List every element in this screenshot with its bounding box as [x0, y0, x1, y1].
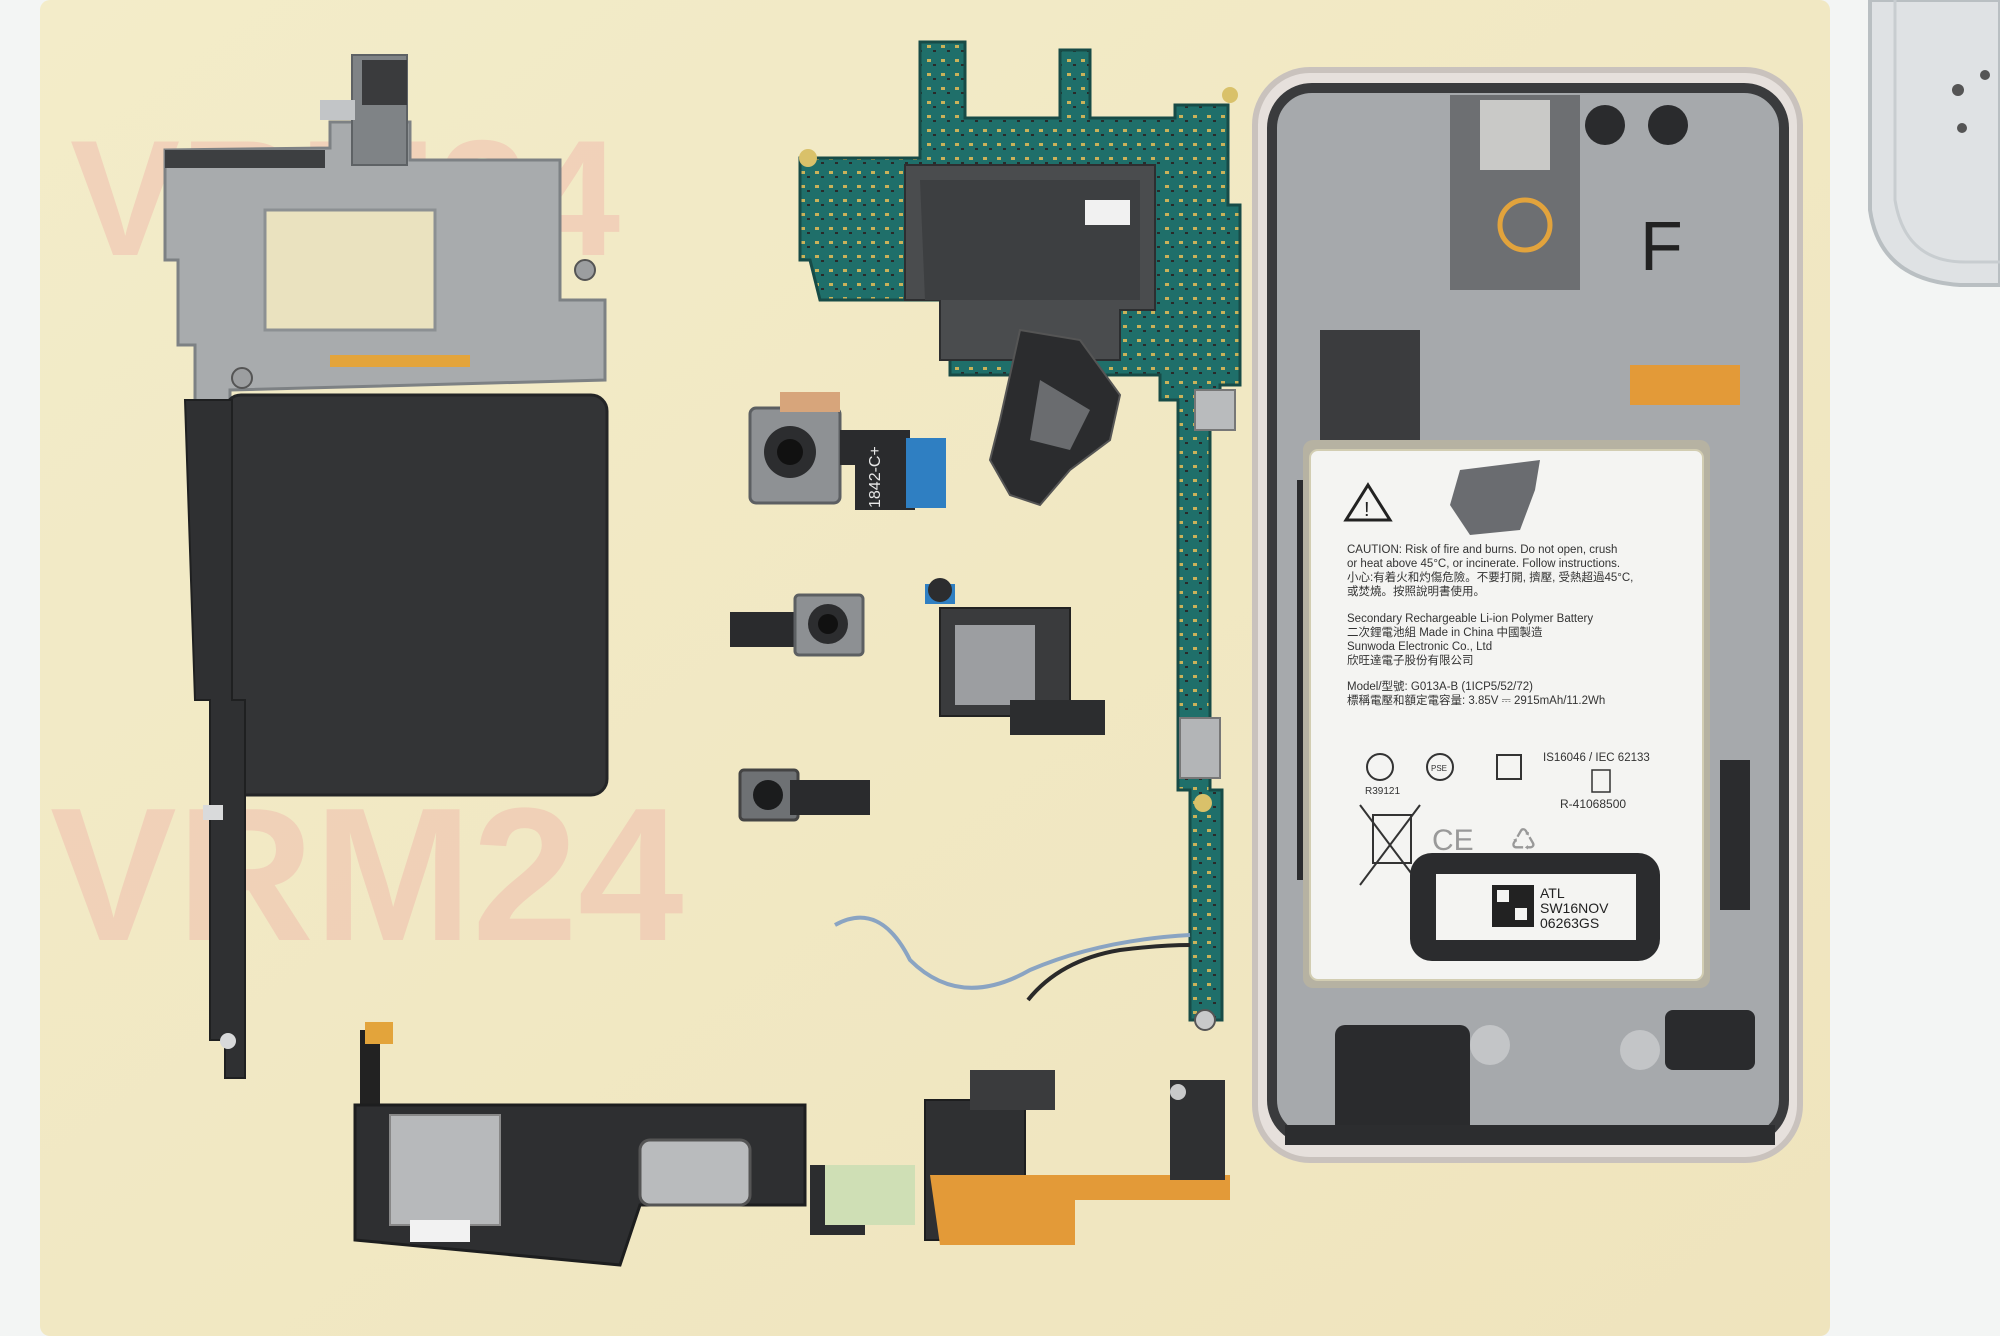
- housing-marker-f: F: [1640, 207, 1683, 285]
- battery-r-number: R-41068500: [1560, 797, 1626, 811]
- cert-icon: [1366, 753, 1394, 781]
- battery: ! CAUTION: Risk of fire and burns. Do no…: [1303, 440, 1710, 988]
- recycle-mark-icon: [1496, 754, 1522, 780]
- crossed-bin-icon: [1359, 804, 1421, 886]
- motherboard: [798, 40, 1242, 1031]
- wireless-charging-bracket: [163, 54, 609, 1079]
- warning-icon: !: [1364, 499, 1370, 521]
- battery-model-text: Model/型號: G013A-B (1ICP5/52/72) 標稱電壓和額定電…: [1347, 679, 1605, 707]
- usb-c-charging-board: [810, 1070, 1230, 1245]
- battery-caution-text: CAUTION: Risk of fire and burns. Do not …: [1347, 544, 1637, 598]
- front-camera: [730, 593, 865, 657]
- loudspeaker-module: [353, 1022, 807, 1267]
- sim-card-reader: [925, 578, 1105, 735]
- atl-sticker-text: ATL SW16NOV 06263GS: [1540, 885, 1612, 931]
- pse-mark: PSE: [1431, 764, 1447, 773]
- atl-sticker: [1436, 874, 1636, 940]
- watermark-bottom: VRM24: [50, 769, 684, 981]
- antenna-cable: [834, 915, 1191, 990]
- metal-parts-tray: [1868, 0, 2000, 287]
- charging-coil-pad: [223, 393, 609, 797]
- camera-module-marking: 1842-C+: [867, 446, 884, 508]
- battery-type-text: Secondary Rechargeable Li-ion Polymer Ba…: [1347, 613, 1596, 667]
- recycling-icon: ♺: [1510, 824, 1537, 857]
- cert-code: R39121: [1365, 786, 1400, 797]
- antenna-cable-black: [1026, 943, 1191, 1002]
- pse-icon: [1426, 753, 1454, 781]
- wide-camera: [738, 768, 870, 822]
- battery-standard: IS16046 / IEC 62133: [1543, 752, 1650, 764]
- rear-camera-main: 1842-C+: [748, 392, 946, 510]
- ce-mark: CE: [1432, 824, 1474, 857]
